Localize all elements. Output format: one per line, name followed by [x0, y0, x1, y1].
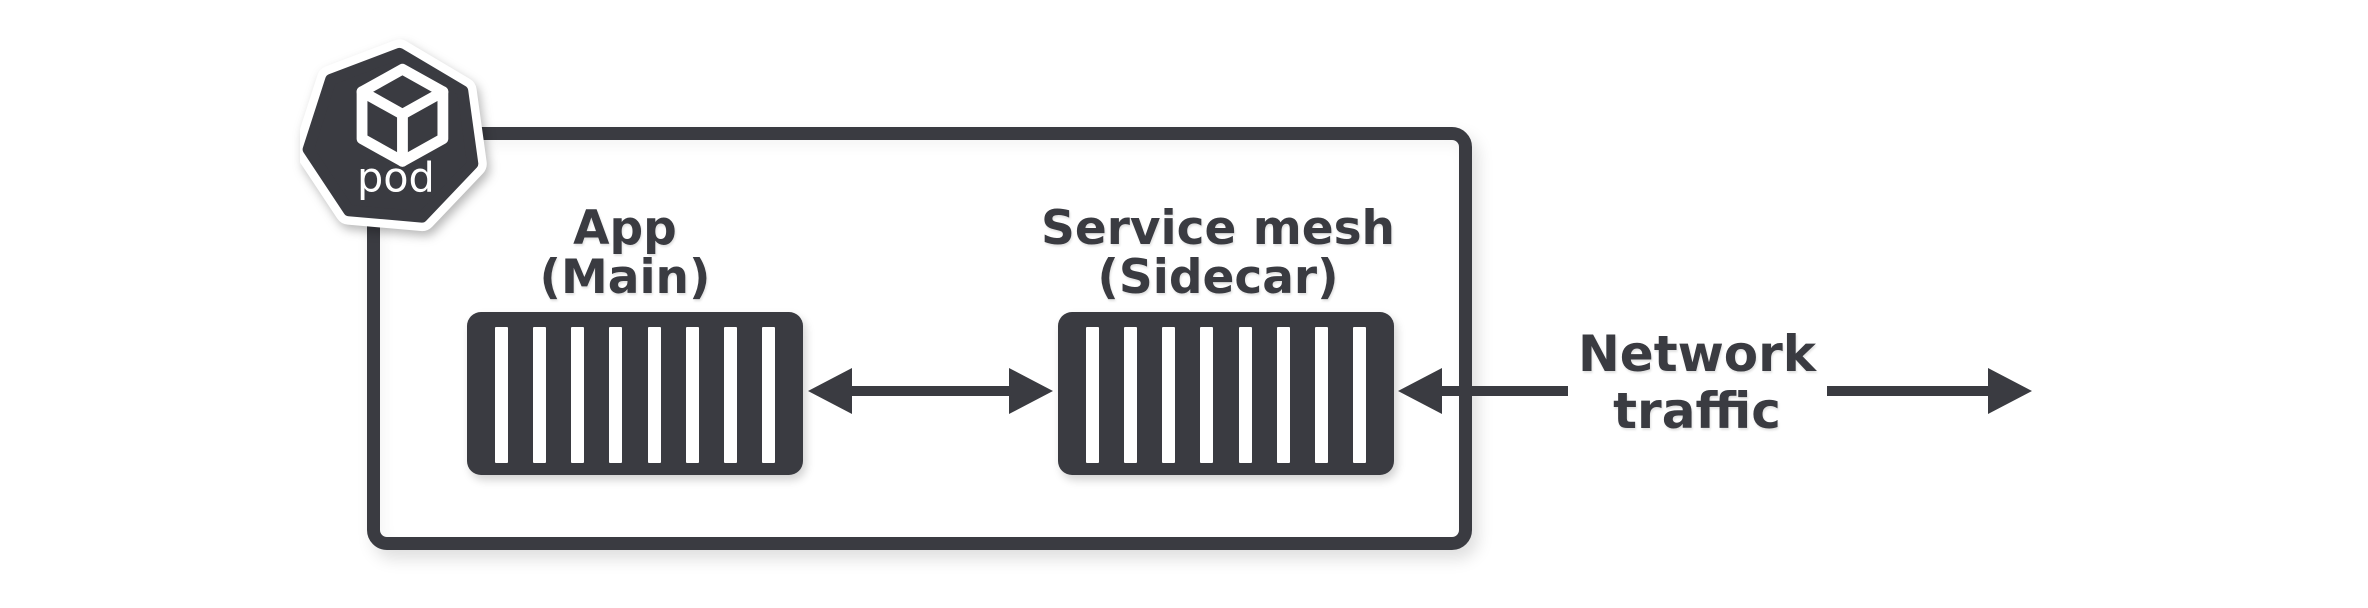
container-stripe	[647, 327, 661, 463]
container-stripe	[1162, 327, 1176, 463]
app-container-label: App (Main)	[425, 204, 825, 302]
container-stripe	[609, 327, 623, 463]
arrow-shaft	[1827, 386, 1988, 396]
sidecar-label-line2: (Sidecar)	[1097, 250, 1339, 305]
arrow-shaft	[852, 386, 1009, 396]
container-stripe	[1200, 327, 1214, 463]
network-label-line1: Network	[1577, 325, 1817, 383]
sidecar-container-icon	[1058, 312, 1394, 475]
app-container-icon	[467, 312, 803, 475]
pod-label: pod	[357, 153, 435, 201]
inbound-traffic-arrow-icon	[1398, 368, 1568, 414]
container-stripe	[1124, 327, 1138, 463]
container-stripe	[1086, 327, 1099, 463]
arrowhead-right-icon	[1009, 368, 1053, 414]
arrowhead-left-icon	[808, 368, 852, 414]
container-stripe	[533, 327, 547, 463]
container-stripe	[723, 327, 737, 463]
container-stripe	[1238, 327, 1252, 463]
container-stripe	[495, 327, 508, 463]
outbound-traffic-arrow-icon	[1827, 368, 2032, 414]
app-label-line1: App	[573, 201, 677, 256]
sidecar-label-line1: Service mesh	[1040, 201, 1396, 256]
arrow-shaft	[1442, 386, 1568, 396]
container-stripe	[1314, 327, 1328, 463]
arrowhead-left-icon	[1398, 368, 1442, 414]
app-label-line2: (Main)	[539, 250, 711, 305]
pod-icon: pod	[300, 39, 487, 232]
sidecar-container-label: Service mesh (Sidecar)	[1018, 204, 1418, 302]
network-traffic-label: Network traffic	[1522, 326, 1872, 440]
container-stripe	[571, 327, 585, 463]
app-sidecar-arrow-icon	[808, 368, 1053, 414]
container-stripe	[685, 327, 699, 463]
container-stripe	[1276, 327, 1290, 463]
container-stripe	[1352, 327, 1366, 463]
arrowhead-right-icon	[1988, 368, 2032, 414]
network-label-line2: traffic	[1613, 382, 1781, 440]
container-stripe	[761, 327, 775, 463]
cube-icon	[356, 63, 449, 167]
